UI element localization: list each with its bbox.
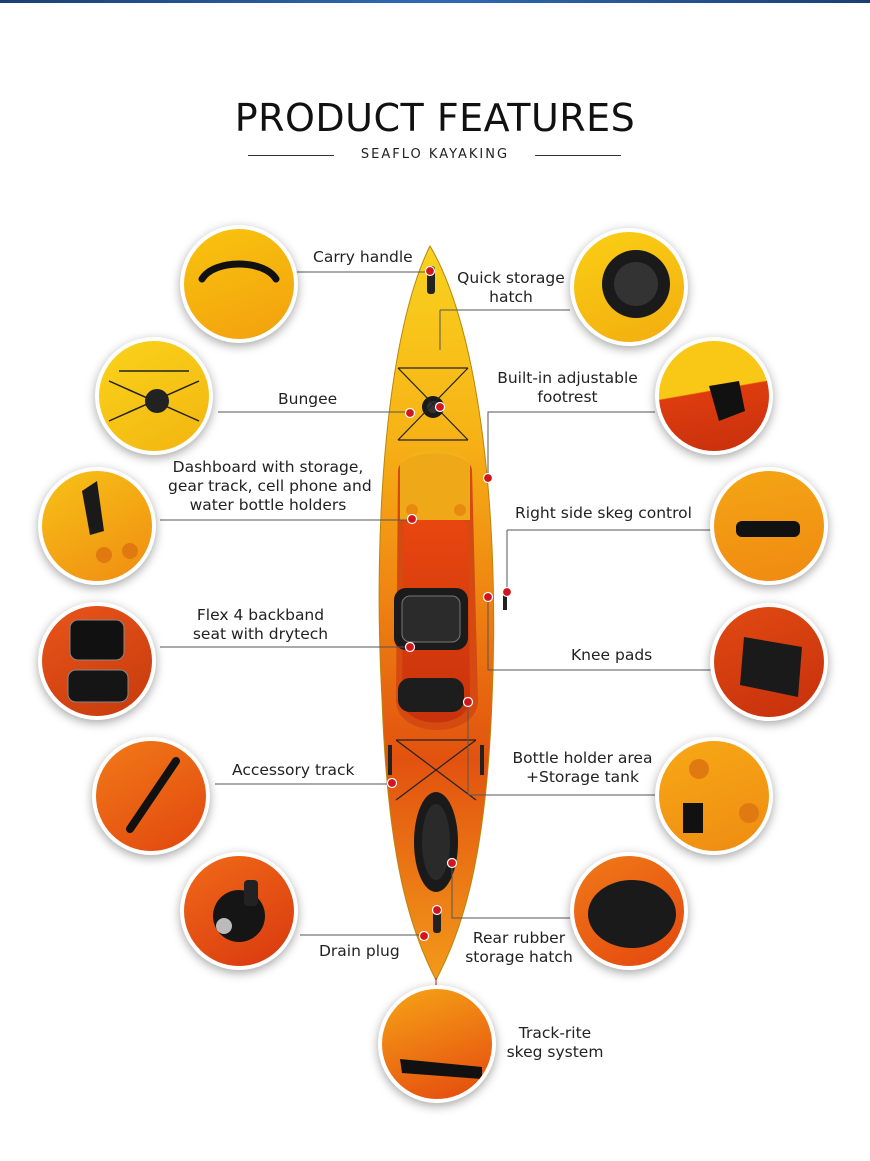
skeg-icon xyxy=(400,1059,482,1079)
drain-plug-photo xyxy=(180,852,298,970)
bottle-holder-photo xyxy=(655,737,773,855)
dot-seat xyxy=(404,641,416,653)
handle-icon xyxy=(198,260,280,283)
dot-knee-pads xyxy=(482,591,494,603)
label-skeg-system: Track-rite skeg system xyxy=(502,1024,608,1062)
dot-carry-handle xyxy=(424,265,436,277)
dot-skeg-control xyxy=(501,586,513,598)
skeg-control-photo xyxy=(710,467,828,585)
dot-footrest xyxy=(482,472,494,484)
text: Accessory track xyxy=(232,761,355,779)
text-line: footrest xyxy=(537,388,598,406)
dot-rear-hatch xyxy=(446,857,458,869)
dot-drain xyxy=(418,930,430,942)
dot-rear-handle xyxy=(431,904,443,916)
feature-dots xyxy=(386,265,513,942)
label-carry-handle: Carry handle xyxy=(313,248,413,267)
label-drain-plug: Drain plug xyxy=(319,942,400,961)
label-quick-hatch: Quick storage hatch xyxy=(455,269,567,307)
bottle-holder-icon xyxy=(683,759,759,833)
subtitle-rule-right xyxy=(535,155,621,156)
text: Knee pads xyxy=(571,646,653,664)
top-accent-bar xyxy=(0,0,870,3)
rear-hatch-photo xyxy=(570,852,688,970)
text-line: seat with drytech xyxy=(192,625,329,643)
label-rear-hatch: Rear rubber storage hatch xyxy=(462,929,576,967)
seat-photo xyxy=(38,602,156,720)
skeg-control-icon xyxy=(736,521,800,537)
footrest-icon xyxy=(709,381,745,421)
dot-quick-hatch xyxy=(434,401,446,413)
text-line: skeg system xyxy=(506,1043,604,1061)
page-title: PRODUCT FEATURES xyxy=(234,96,636,140)
drain-plug-icon xyxy=(213,880,265,942)
text: Bungee xyxy=(278,390,338,408)
leader-lines xyxy=(160,271,712,1040)
text-line: Quick storage xyxy=(457,269,565,287)
kayak-dashboard xyxy=(400,450,470,520)
page-subtitle: SEAFLO KAYAKING xyxy=(360,147,510,162)
dot-bungee xyxy=(404,407,416,419)
label-seat: Flex 4 backband seat with drytech xyxy=(188,606,333,644)
carry-handle-photo xyxy=(180,225,298,343)
knee-pad-icon xyxy=(740,637,802,697)
kayak-seat-base xyxy=(398,678,464,712)
text-line: Built-in adjustable xyxy=(497,369,638,387)
accessory-track-photo xyxy=(92,737,210,855)
text: Carry handle xyxy=(313,248,413,266)
subtitle-rule-left xyxy=(248,155,334,156)
footrest-photo xyxy=(655,337,773,455)
label-bungee: Bungee xyxy=(278,390,337,409)
text-line: Flex 4 backband xyxy=(196,606,325,624)
label-dashboard: Dashboard with storage, gear track, cell… xyxy=(168,458,372,515)
hatch-icon xyxy=(602,250,670,318)
seat-icon xyxy=(67,619,129,703)
label-knee-pads: Knee pads xyxy=(571,646,652,665)
label-accessory-track: Accessory track xyxy=(232,761,354,780)
label-skeg-control: Right side skeg control xyxy=(515,504,692,523)
knee-pads-photo xyxy=(710,603,828,721)
dot-bottle xyxy=(462,696,474,708)
dashboard-photo xyxy=(38,467,156,585)
text-line: water bottle holders xyxy=(189,496,347,514)
dot-dashboard xyxy=(406,513,418,525)
text-line: +Storage tank xyxy=(526,768,639,786)
text-line: Rear rubber xyxy=(472,929,566,947)
text: Right side skeg control xyxy=(515,504,692,522)
quick-hatch-photo xyxy=(570,228,688,346)
text: Drain plug xyxy=(319,942,400,960)
bungee-icon xyxy=(108,370,200,422)
track-icon xyxy=(126,757,180,833)
text-line: Dashboard with storage, xyxy=(172,458,364,476)
text-line: gear track, cell phone and xyxy=(168,477,372,495)
text-line: storage hatch xyxy=(465,948,573,966)
label-bottle-holder: Bottle holder area +Storage tank xyxy=(505,749,660,787)
text-line: hatch xyxy=(489,288,533,306)
dot-accessory xyxy=(386,777,398,789)
label-footrest: Built-in adjustable footrest xyxy=(495,369,640,407)
text-line: Bottle holder area xyxy=(512,749,653,767)
bungee-photo xyxy=(95,337,213,455)
rod-holder-icon xyxy=(82,481,138,563)
rear-hatch-icon xyxy=(588,880,676,948)
text-line: Track-rite xyxy=(518,1024,592,1042)
skeg-system-photo xyxy=(378,985,496,1103)
